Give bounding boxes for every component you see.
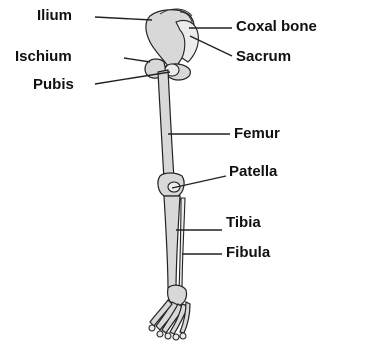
pubis-label: Pubis — [33, 76, 74, 94]
ilium-label: Ilium — [37, 7, 72, 25]
tibia-label: Tibia — [226, 214, 261, 232]
tibia-bone — [164, 196, 180, 290]
foot-bones — [149, 300, 190, 340]
ischium-leader — [124, 58, 150, 62]
femur-bone — [158, 70, 174, 180]
femur-label: Femur — [234, 125, 280, 143]
coxal-bone-label: Coxal bone — [236, 18, 317, 36]
ilium-leader — [95, 17, 152, 20]
patella-label: Patella — [229, 163, 277, 181]
fibula-label: Fibula — [226, 244, 270, 262]
fibula-bone — [179, 198, 185, 292]
ischium-label: Ischium — [15, 48, 72, 66]
sacrum-label: Sacrum — [236, 48, 291, 66]
